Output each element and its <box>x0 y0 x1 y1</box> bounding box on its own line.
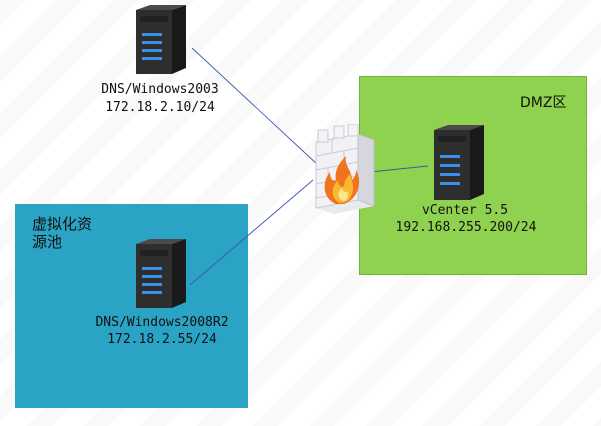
server-tower-icon <box>136 5 186 74</box>
dns2003-ip: 172.18.2.10/24 <box>105 100 215 115</box>
dmz-title: DMZ区 <box>520 95 567 111</box>
server-tower-icon <box>136 239 186 308</box>
link-dns2008-firewall <box>189 179 314 286</box>
dns2008-ip: 172.18.2.55/24 <box>107 332 217 347</box>
dns2003-name: DNS/Windows2003 <box>101 82 219 97</box>
virtual-pool-zone: 虚拟化资源池 <box>15 204 248 408</box>
link-firewall-vcenter <box>369 165 429 173</box>
virtual-pool-title: 虚拟化资源池 <box>32 215 93 251</box>
dns2008-name: DNS/Windows2008R2 <box>95 315 229 330</box>
link-dns2003-firewall <box>191 47 319 166</box>
vcenter-name: vCenter 5.5 <box>421 203 509 218</box>
vcenter-ip: 192.168.255.200/24 <box>395 220 537 235</box>
server-tower-icon <box>434 125 484 200</box>
firewall-icon <box>315 124 375 214</box>
